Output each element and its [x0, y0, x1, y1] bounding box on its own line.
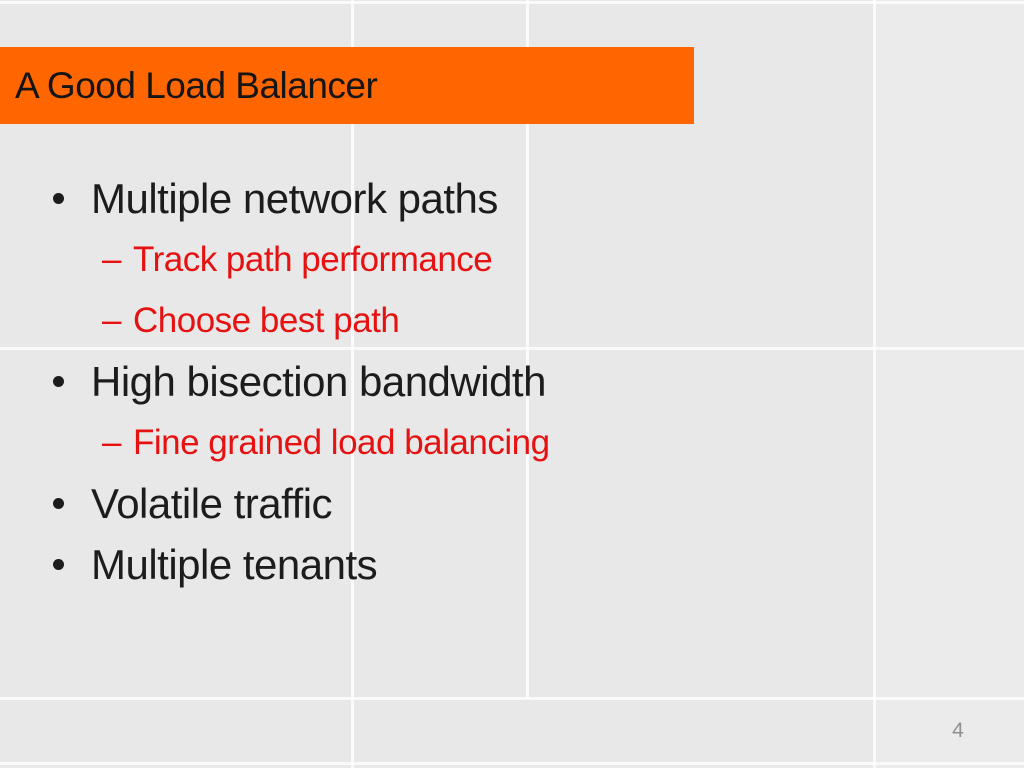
dash-icon: –	[102, 301, 121, 340]
list-item: –Choose best path	[0, 290, 1024, 351]
bullet-dot-icon	[53, 192, 64, 204]
grid-line-vertical	[873, 0, 876, 768]
background-column-tint	[876, 0, 1024, 768]
bullet-text: Multiple tenants	[91, 541, 378, 588]
page-number: 4	[952, 719, 964, 742]
bullet-dot-icon	[53, 497, 64, 509]
list-item: –Fine grained load balancing	[0, 412, 1024, 473]
grid-line-vertical	[526, 0, 529, 698]
dash-icon: –	[102, 423, 121, 462]
bullet-text: Choose best path	[133, 301, 400, 340]
bullet-text: Fine grained load balancing	[133, 423, 550, 462]
bullet-text: Volatile traffic	[91, 480, 333, 527]
bullet-dot-icon	[53, 375, 64, 387]
grid-line-horizontal	[0, 1, 1024, 4]
list-item: Volatile traffic	[0, 473, 1024, 534]
bullet-text: Multiple network paths	[91, 175, 498, 222]
grid-line-horizontal	[0, 697, 1024, 700]
title-bar: A Good Load Balancer	[0, 47, 694, 124]
grid-line-horizontal	[0, 762, 1024, 765]
list-item: Multiple tenants	[0, 534, 1024, 595]
bullet-text: High bisection bandwidth	[91, 358, 546, 405]
bullet-text: Track path performance	[133, 240, 493, 279]
grid-line-horizontal	[0, 347, 1024, 350]
slide-body: Multiple network paths–Track path perfor…	[0, 168, 1024, 595]
list-item: High bisection bandwidth	[0, 351, 1024, 412]
list-item: –Track path performance	[0, 229, 1024, 290]
dash-icon: –	[102, 240, 121, 279]
bullet-dot-icon	[53, 558, 64, 570]
bullet-list: Multiple network paths–Track path perfor…	[0, 168, 1024, 595]
slide-title: A Good Load Balancer	[15, 64, 378, 106]
list-item: Multiple network paths	[0, 168, 1024, 229]
grid-line-vertical	[351, 0, 354, 768]
